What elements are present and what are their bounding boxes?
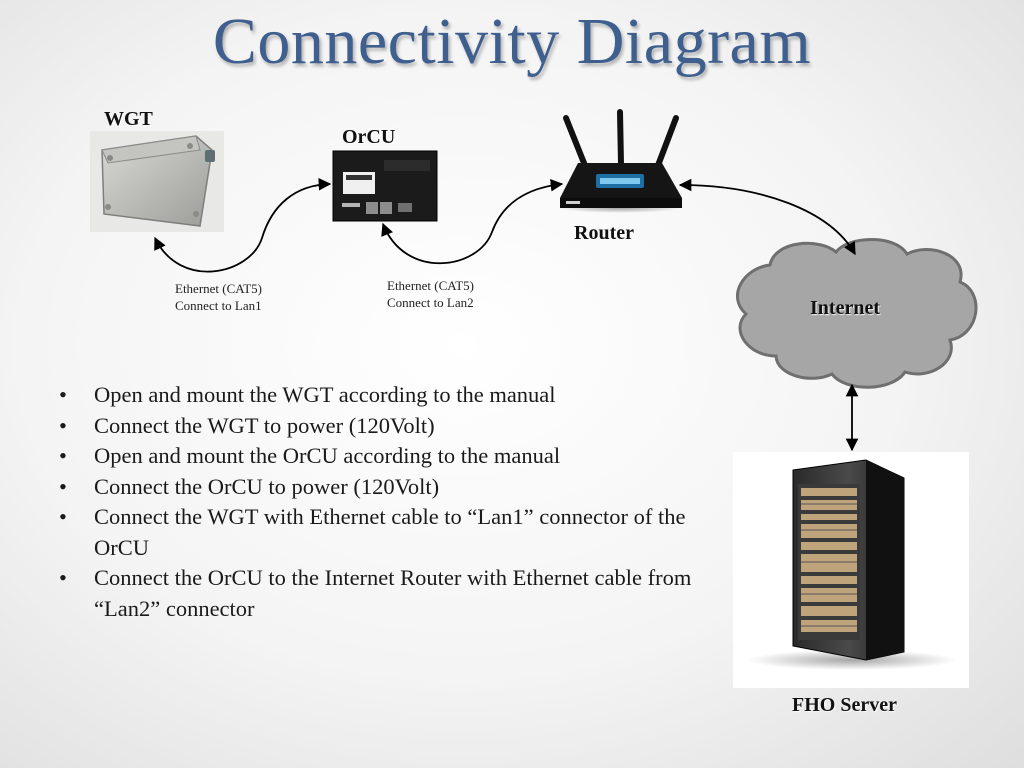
lan1-cable-type: Ethernet (CAT5) <box>175 281 263 296</box>
internet-label: Internet <box>810 297 880 319</box>
wgt-orcu-arrow <box>154 178 332 273</box>
instruction-list: Open and mount the WGT according to the … <box>57 380 737 624</box>
orcu-router-arrow <box>381 178 564 265</box>
orcu-label: OrCU <box>342 126 396 148</box>
lan1-connect-text: Connect to Lan1 <box>175 298 262 313</box>
wgt-enclosure-image <box>90 131 224 232</box>
internet-cloud <box>735 238 978 389</box>
list-item: Open and mount the OrCU according to the… <box>57 441 737 472</box>
orcu-device-image <box>332 150 438 222</box>
server-rack-image <box>733 452 969 688</box>
list-item: Connect the WGT to power (120Volt) <box>57 411 737 442</box>
list-item: Connect the OrCU to the Internet Router … <box>57 563 737 624</box>
router-internet-arrow <box>678 178 856 256</box>
server-label: FHO Server <box>792 694 897 716</box>
lan1-connection-note: Ethernet (CAT5) Connect to Lan1 <box>175 280 262 314</box>
wgt-label: WGT <box>104 108 153 130</box>
lan2-connect-text: Connect to Lan2 <box>387 295 474 310</box>
lan2-connection-note: Ethernet (CAT5) Connect to Lan2 <box>387 277 474 311</box>
lan2-cable-type: Ethernet (CAT5) <box>387 278 475 293</box>
slide-title: Connectivity Diagram <box>212 5 812 78</box>
list-item: Connect the OrCU to power (120Volt) <box>57 472 737 503</box>
router-image <box>558 109 682 213</box>
list-item: Connect the WGT with Ethernet cable to “… <box>57 502 737 563</box>
list-item: Open and mount the WGT according to the … <box>57 380 737 411</box>
router-label: Router <box>574 222 634 244</box>
